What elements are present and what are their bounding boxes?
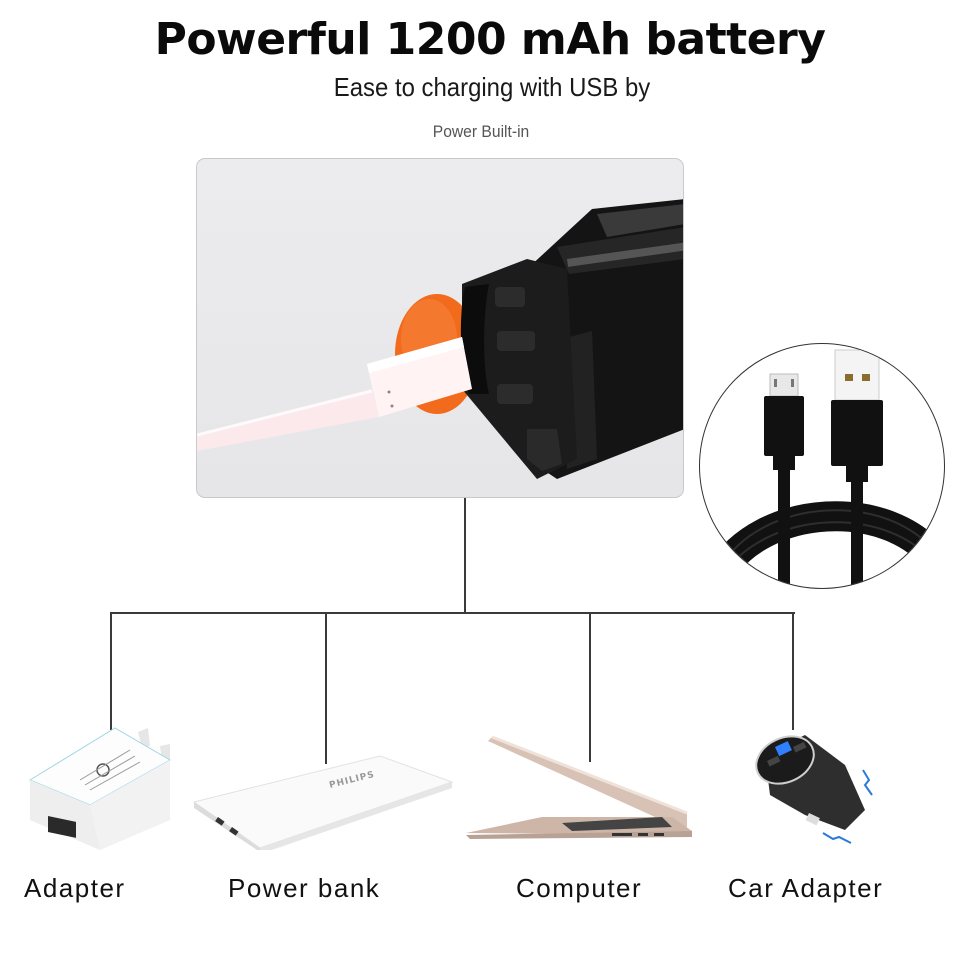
power-bank-item: PHILIPS xyxy=(190,750,455,850)
connector-computer xyxy=(589,612,591,762)
label-power-bank: Power bank xyxy=(228,873,381,903)
connector-power-bank xyxy=(325,612,327,764)
power-bank-icon: PHILIPS xyxy=(192,755,454,850)
laptop-icon xyxy=(466,735,692,839)
connector-trunk xyxy=(464,498,466,614)
adapter-item xyxy=(20,720,180,860)
car-adapter-icon xyxy=(755,735,873,844)
car-adapter-item xyxy=(745,725,885,855)
label-car-adapter: Car Adapter xyxy=(728,873,884,903)
headlamp-charging-port-icon xyxy=(197,199,683,479)
cable-inset xyxy=(699,343,945,589)
micro-usb-cable-icon xyxy=(706,349,944,588)
label-adapter: Adapter xyxy=(24,873,126,903)
wall-adapter-icon xyxy=(28,727,172,850)
subtitle: Ease to charging with USB by xyxy=(333,72,651,102)
connector-bar xyxy=(110,612,795,614)
computer-item xyxy=(462,735,712,845)
label-computer: Computer xyxy=(516,873,643,903)
headlamp-charging-photo xyxy=(196,158,684,498)
connector-adapter xyxy=(110,612,112,730)
connector-car-adapter xyxy=(792,612,794,730)
caption: Power Built-in xyxy=(432,122,530,141)
page-title: Powerful 1200 mAh battery xyxy=(154,14,826,65)
